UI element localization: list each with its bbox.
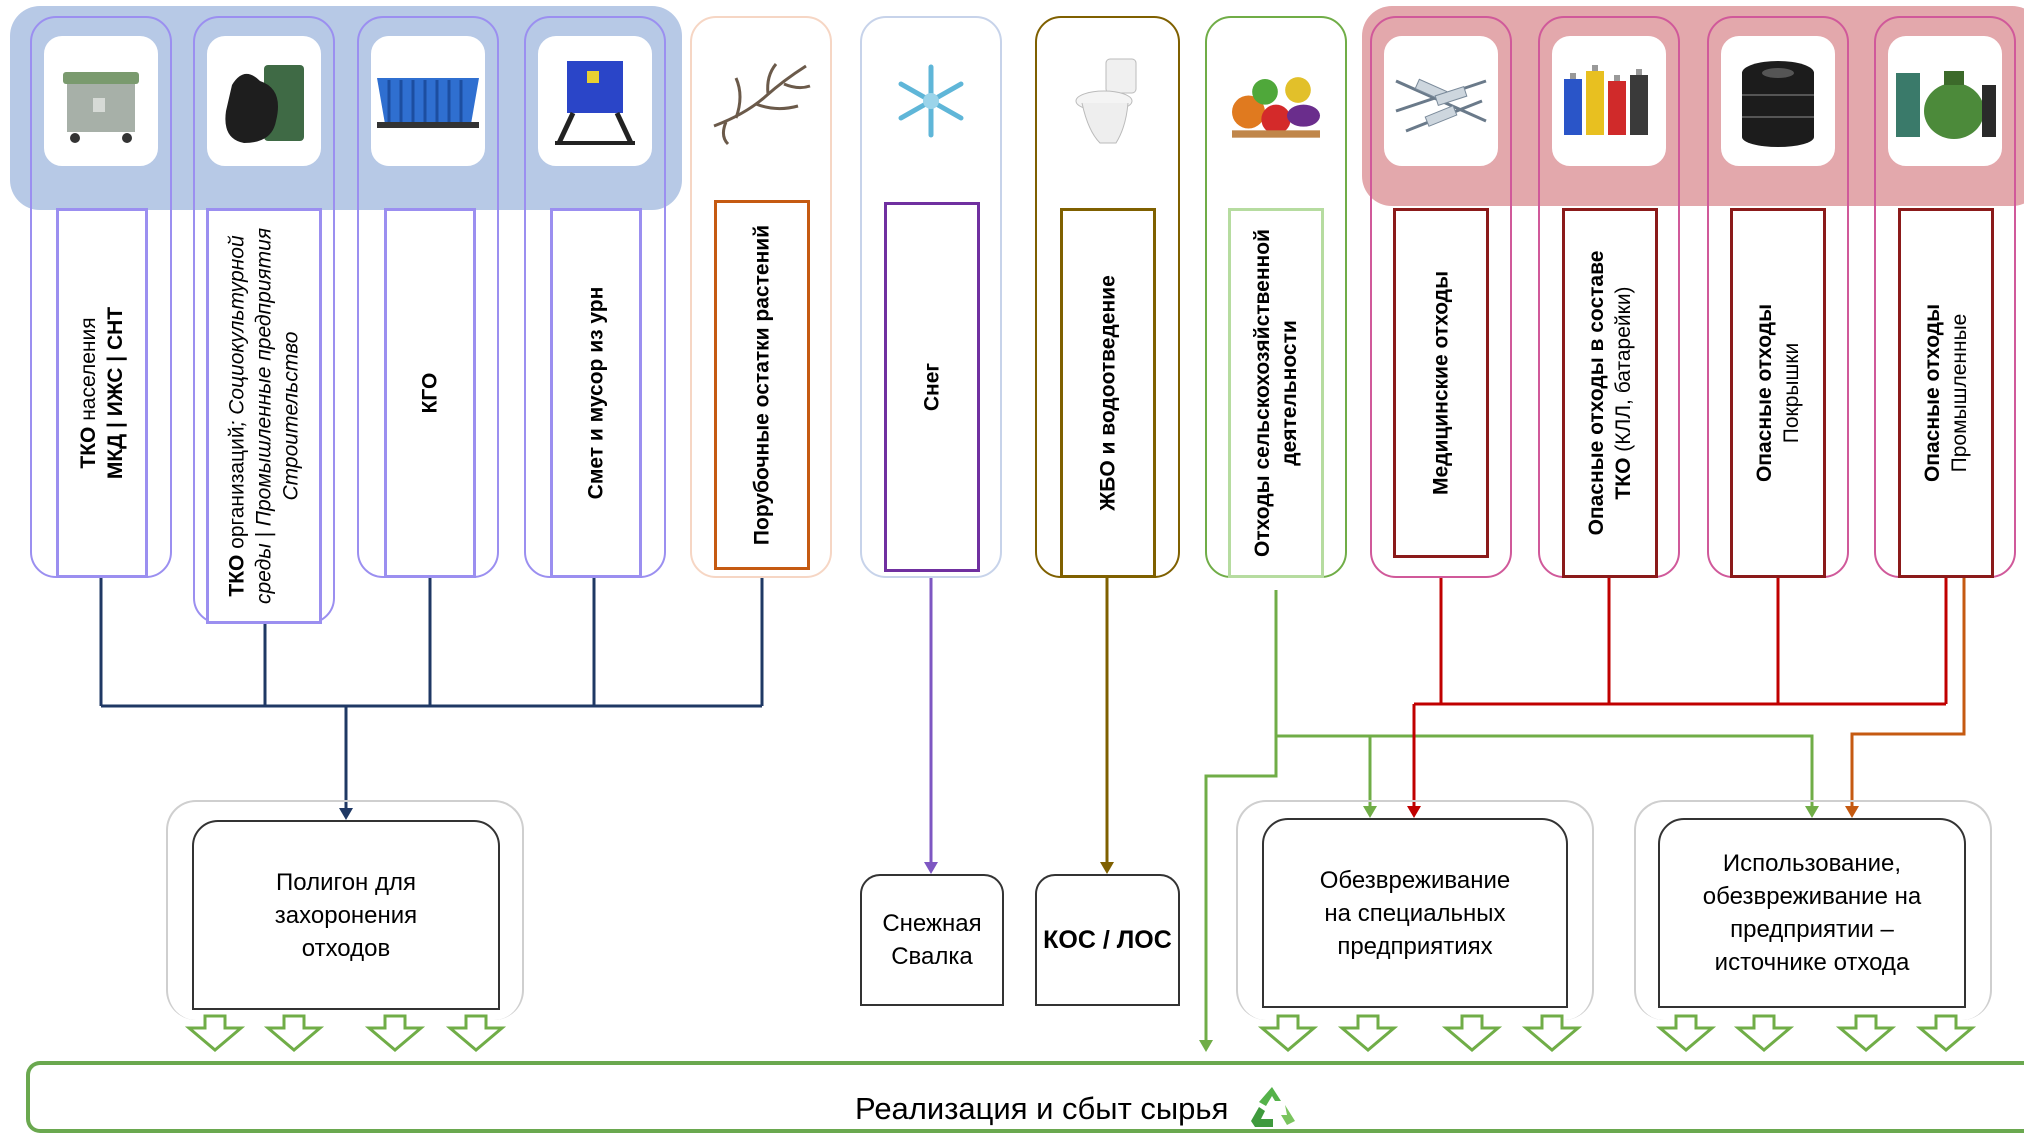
branches-icon — [704, 36, 818, 166]
output-arrow — [1521, 1014, 1583, 1052]
raw-material-sales-bar — [26, 1061, 2024, 1133]
dumpster-icon — [371, 36, 485, 166]
waste-container-icon — [44, 36, 158, 166]
landfill-arrowhead — [339, 808, 353, 820]
kos-arrowhead — [1100, 862, 1114, 874]
neutralization-red-arrowhead — [1407, 806, 1421, 818]
waste-label-kgo: КГО — [384, 208, 476, 578]
neutralization-frame — [1236, 800, 1594, 1020]
output-arrow — [1915, 1014, 1977, 1052]
waste-label-zhbo: ЖБО и водоотведение — [1060, 208, 1156, 578]
snowflake-icon — [874, 36, 988, 166]
waste-label-smet: Смет и мусор из урн — [550, 208, 642, 578]
snow-arrowhead — [924, 862, 938, 874]
snow-dump-box: Снежная Свалка — [860, 874, 1004, 1006]
sales-green-arrowhead — [1199, 1040, 1213, 1052]
tires-icon — [1721, 36, 1835, 166]
output-arrow — [184, 1014, 246, 1052]
landfill-frame — [166, 800, 524, 1020]
output-arrow — [1655, 1014, 1717, 1052]
agro-to-sales — [1204, 736, 1278, 1040]
output-arrow — [1835, 1014, 1897, 1052]
output-arrow — [1337, 1014, 1399, 1052]
toilet-icon — [1049, 36, 1166, 166]
syringes-icon — [1384, 36, 1498, 166]
kos-box: КОС / ЛОС — [1035, 874, 1180, 1006]
recycle-icon — [1245, 1085, 1299, 1137]
street-bin-icon — [538, 36, 652, 166]
output-arrow — [263, 1014, 325, 1052]
use-orange-arrowhead — [1845, 806, 1859, 818]
output-arrow — [1441, 1014, 1503, 1052]
waste-label-porub: Порубочные остатки растений — [714, 200, 810, 570]
use-green-arrowhead — [1805, 806, 1819, 818]
output-arrow — [445, 1014, 507, 1052]
waste-card-sneg — [860, 16, 1002, 578]
waste-card-porub — [690, 16, 832, 578]
waste-label-med: Медицинские отходы — [1393, 208, 1489, 558]
landfill-box: Полигон для захоронения отходов — [192, 820, 500, 1010]
industrial-to-use — [1850, 578, 1966, 806]
industrial-tanks-icon — [1888, 36, 2002, 166]
waste-label-sneg: Снег — [884, 202, 980, 572]
raw-material-sales-label: Реализация и сбыт сырья — [855, 1085, 1299, 1137]
agro-to-neutralization — [1274, 590, 1372, 806]
agro-to-use — [1276, 734, 1814, 806]
output-arrow — [1733, 1014, 1795, 1052]
use-at-source-box: Использование, обезвреживание на предпри… — [1658, 818, 1966, 1008]
neutralization-green-arrowhead — [1363, 806, 1377, 818]
vegetables-icon — [1219, 36, 1333, 166]
neutralization-box: Обезвреживание на специальных предприяти… — [1262, 818, 1568, 1008]
use-at-source-frame — [1634, 800, 1992, 1020]
output-arrow — [1257, 1014, 1319, 1052]
waste-card-med — [1370, 16, 1512, 578]
output-arrow — [364, 1014, 426, 1052]
garbage-bag-icon — [207, 36, 321, 166]
batteries-icon — [1552, 36, 1666, 166]
